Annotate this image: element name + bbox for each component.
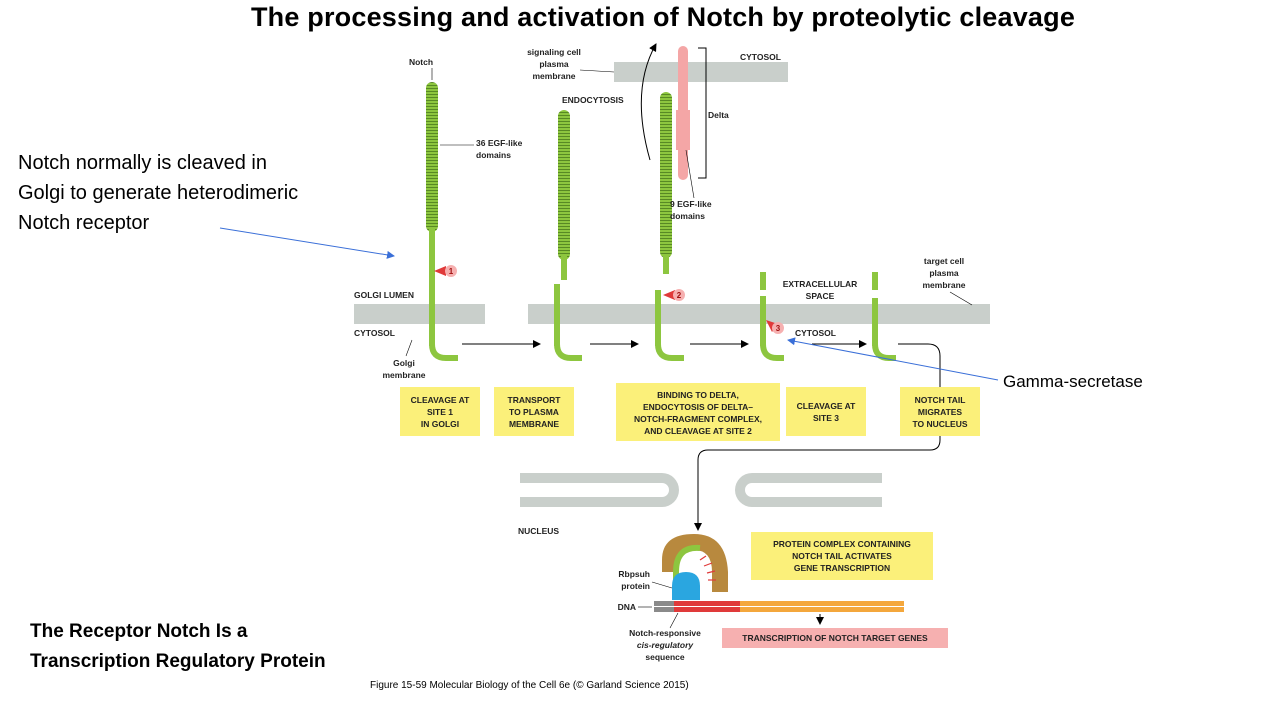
step-box-text: SITE 3 — [813, 413, 839, 423]
step-box-4: CLEAVAGE AT SITE 3 — [786, 387, 866, 436]
step-box-text: BINDING TO DELTA, — [657, 390, 739, 400]
left-note: Notch normally is cleaved in Golgi to ge… — [18, 148, 298, 238]
left-note-line: Notch normally is cleaved in — [18, 152, 267, 174]
endocytosis-arrow — [640, 43, 657, 161]
golgi-lumen-label: GOLGI LUMEN — [354, 290, 414, 300]
notch-delta-complex — [655, 46, 690, 361]
rbpsuh-label: protein — [621, 581, 650, 591]
transcription-box: TRANSCRIPTION OF NOTCH TARGET GENES — [722, 628, 948, 648]
gamma-secretase-note: Gamma-secretase — [1003, 372, 1143, 391]
transcription-box-text: TRANSCRIPTION OF NOTCH TARGET GENES — [742, 633, 928, 643]
step-box-text: TO NUCLEUS — [912, 419, 967, 429]
step-box-text: SITE 1 — [427, 407, 453, 417]
signaling-leader — [579, 69, 615, 73]
target-leader — [949, 291, 973, 306]
protein-complex — [662, 534, 728, 600]
golgi-membrane-label: membrane — [383, 370, 426, 380]
step-box-text: ENDOCYTOSIS OF DELTA– — [643, 402, 753, 412]
nucleus-label: NUCLEUS — [518, 526, 559, 536]
notch-label: Notch — [409, 57, 433, 67]
target-cell-label: membrane — [923, 280, 966, 290]
golgi-membrane-band — [354, 304, 485, 324]
cytosol-top-label: CYTOSOL — [740, 52, 781, 62]
complex-box-text: NOTCH TAIL ACTIVATES — [792, 551, 892, 561]
step-box-3: BINDING TO DELTA, ENDOCYTOSIS OF DELTA– … — [616, 383, 780, 441]
extracellular-label: SPACE — [806, 291, 835, 301]
left-note-line: Notch receptor — [18, 212, 150, 234]
target-cell-label: target cell — [924, 256, 964, 266]
bottom-note-line: The Receptor Notch Is a — [30, 621, 248, 642]
rbpsuh-label: Rbpsuh — [618, 569, 650, 579]
responsive-label: cis-regulatory — [637, 640, 694, 650]
plasma-membrane-band — [528, 304, 990, 324]
egf36-label: 36 EGF-like — [476, 138, 523, 148]
step-box-2: TRANSPORT TO PLASMA MEMBRANE — [494, 387, 574, 436]
signaling-cell-label: signaling cell — [527, 47, 581, 57]
responsive-leader — [669, 612, 679, 629]
cytosol-left-label: CYTOSOL — [354, 328, 395, 338]
cleavage-site-3: 3 — [766, 320, 784, 334]
signaling-cell-membrane — [614, 62, 788, 82]
step-box-text: CLEAVAGE AT — [797, 401, 857, 411]
delta-label: Delta — [708, 110, 729, 120]
site-2-label: 2 — [677, 291, 682, 300]
delta-bracket — [698, 47, 707, 179]
notch-receptor-transport — [554, 110, 582, 361]
dna-label: DNA — [618, 602, 636, 612]
step-box-text: TO PLASMA — [509, 407, 559, 417]
complex-box: PROTEIN COMPLEX CONTAINING NOTCH TAIL AC… — [751, 532, 933, 580]
step-box-text: NOTCH-FRAGMENT COMPLEX, — [634, 414, 762, 424]
step-box-text: MIGRATES — [918, 407, 963, 417]
responsive-label: sequence — [645, 652, 684, 662]
site-3-label: 3 — [776, 324, 781, 333]
notch-receptor-golgi — [426, 82, 458, 361]
step-box-text: TRANSPORT — [508, 395, 562, 405]
signaling-cell-label: membrane — [533, 71, 576, 81]
left-note-line: Golgi to generate heterodimeric — [18, 182, 299, 204]
golgi-membrane-label: Golgi — [393, 358, 415, 368]
egf36-label: domains — [476, 150, 511, 160]
bottom-note-line: Transcription Regulatory Protein — [30, 651, 326, 672]
figure-caption: Figure 15-59 Molecular Biology of the Ce… — [370, 680, 689, 691]
egf9-label: 9 EGF-like — [670, 199, 712, 209]
egf9-label: domains — [670, 211, 705, 221]
dna-strand — [654, 601, 904, 612]
gamma-secretase-arrow — [787, 337, 999, 381]
egf9-leader — [685, 149, 695, 199]
target-cell-label: plasma — [929, 268, 959, 278]
step-box-text: MEMBRANE — [509, 419, 559, 429]
responsive-label: Notch-responsive — [629, 628, 701, 638]
step-box-text: IN GOLGI — [421, 419, 459, 429]
step-box-text: CLEAVAGE AT — [411, 395, 471, 405]
cleavage-site-1: 1 — [434, 265, 457, 277]
cytosol-right-label: CYTOSOL — [795, 328, 836, 338]
rbpsuh-leader — [651, 581, 673, 589]
complex-box-text: PROTEIN COMPLEX CONTAINING — [773, 539, 911, 549]
complex-box-text: GENE TRANSCRIPTION — [794, 563, 890, 573]
nuclear-envelope — [520, 473, 882, 507]
extracellular-label: EXTRACELLULAR — [783, 279, 858, 289]
step-box-text: AND CLEAVAGE AT SITE 2 — [644, 426, 752, 436]
bottom-note: The Receptor Notch Is a Transcription Re… — [30, 617, 326, 677]
cleavage-site-2: 2 — [663, 289, 685, 301]
step-box-5: NOTCH TAIL MIGRATES TO NUCLEUS — [900, 387, 980, 436]
endocytosis-label: ENDOCYTOSIS — [562, 95, 624, 105]
slide-title: The processing and activation of Notch b… — [250, 2, 1076, 32]
notch-fragment-site3 — [760, 272, 784, 361]
step-box-text: NOTCH TAIL — [915, 395, 966, 405]
nucleus-migration-arrow — [694, 343, 941, 531]
golgi-membrane-leader — [405, 339, 413, 357]
step-box-1: CLEAVAGE AT SITE 1 IN GOLGI — [400, 387, 480, 436]
notch-tail-release — [872, 272, 896, 361]
site-1-label: 1 — [449, 267, 454, 276]
signaling-cell-label: plasma — [539, 59, 569, 69]
golgi-note-arrow — [219, 227, 395, 259]
